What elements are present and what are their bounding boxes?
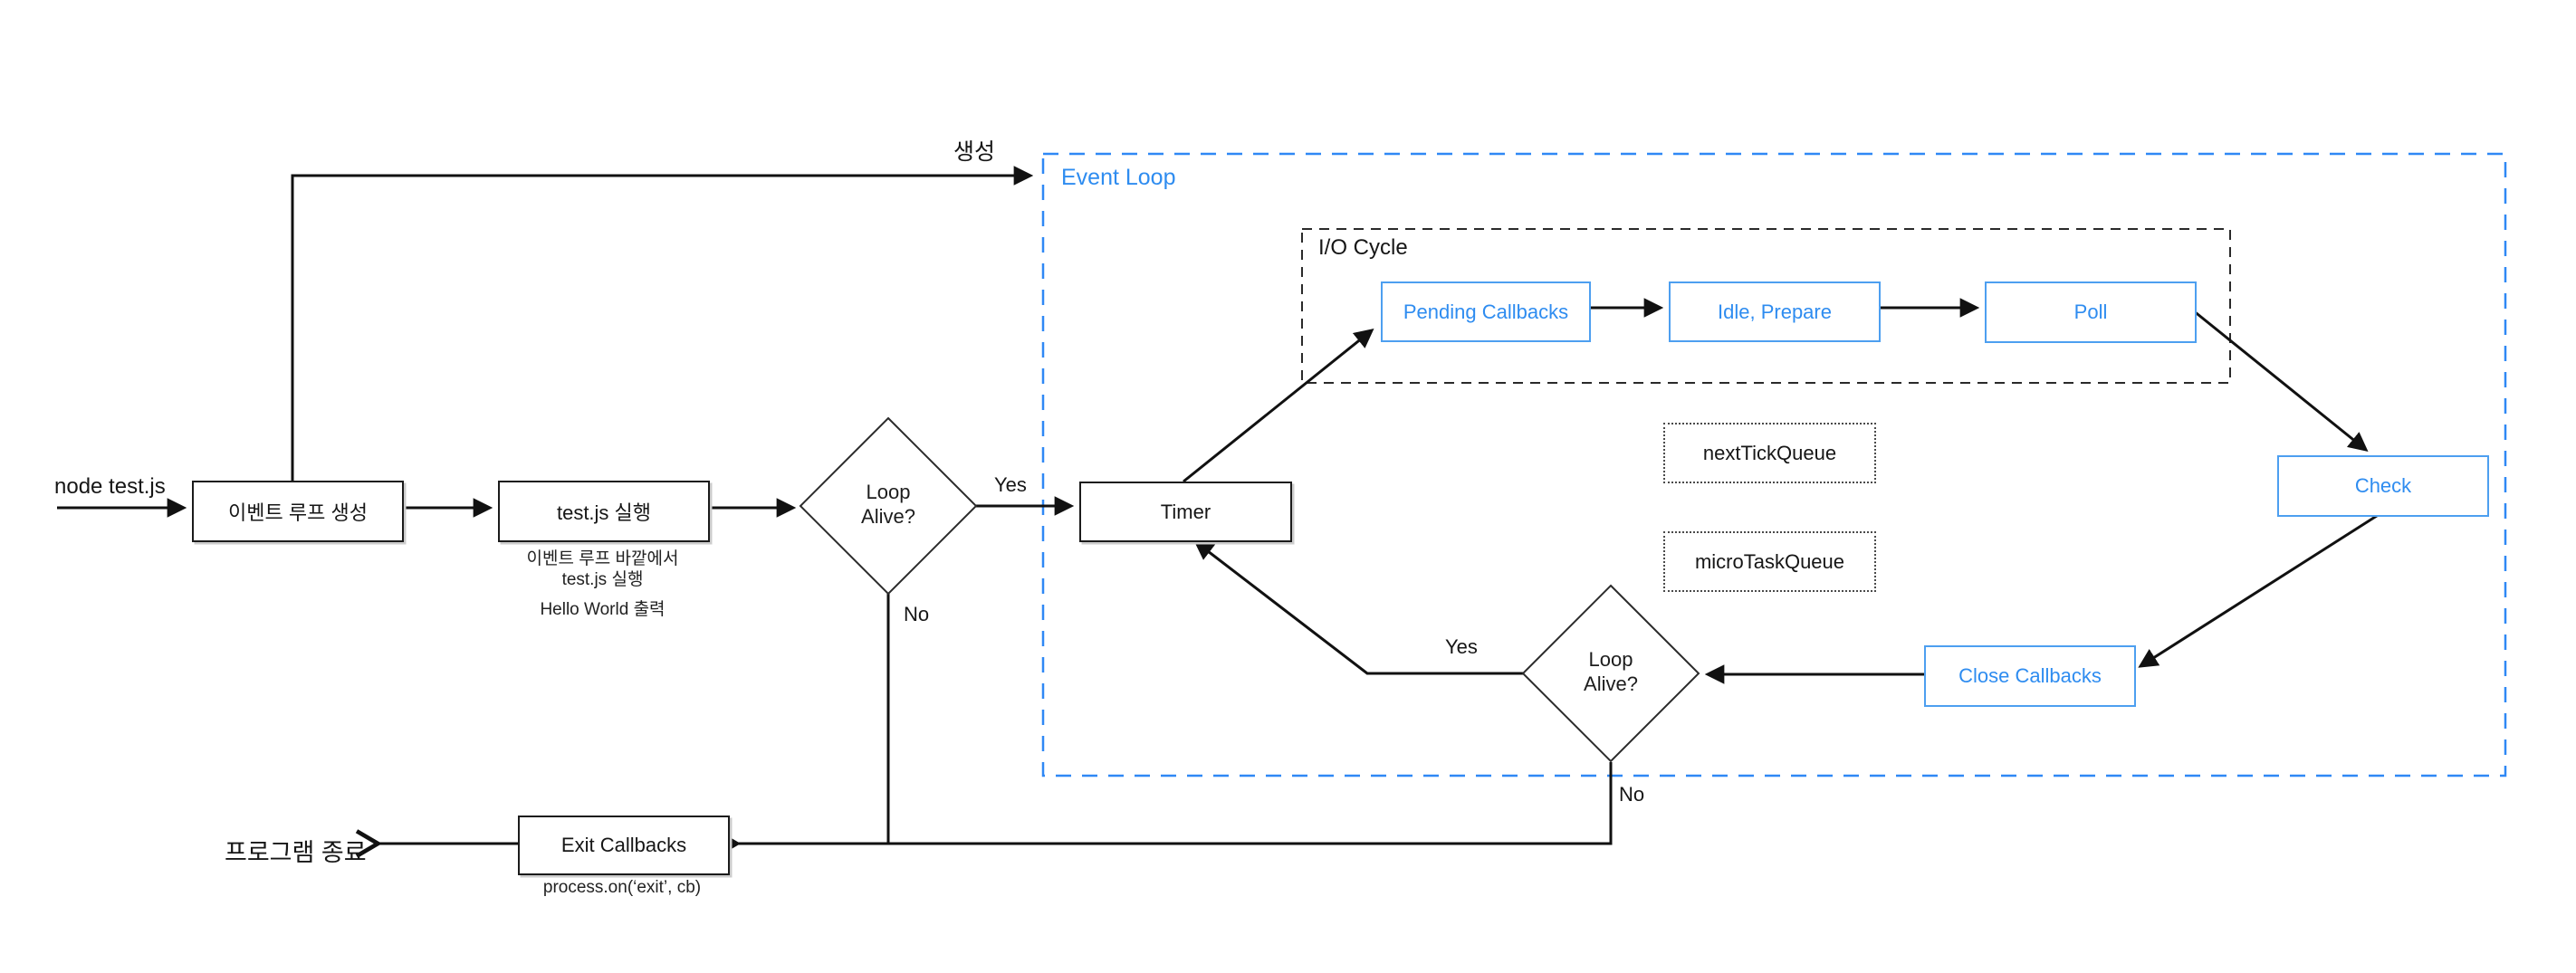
node-poll: Poll — [1985, 281, 2197, 343]
node-next-tick-queue-label: nextTickQueue — [1702, 441, 1837, 464]
node-pending-callbacks-label: Pending Callbacks — [1403, 300, 1569, 323]
node-create-event-loop-label: 이벤트 루프 생성 — [228, 501, 368, 524]
decision-loop-alive-1-label: Loop Alive? — [861, 481, 915, 528]
decision-loop-alive-2-shape — [1521, 584, 1700, 763]
node-timer-label: Timer — [1160, 500, 1211, 523]
node-check: Check — [2277, 455, 2489, 517]
decision2-no-label: No — [1619, 783, 1645, 806]
node-exit-callbacks-label: Exit Callbacks — [560, 834, 687, 856]
node-run-testjs: test.js 실행 — [498, 481, 710, 542]
event-loop-region-border — [1041, 152, 2507, 777]
node-exit-callbacks: Exit Callbacks — [518, 816, 730, 875]
decision2-yes-label: Yes — [1445, 635, 1478, 658]
node-poll-label: Poll — [2073, 300, 2108, 323]
node-close-callbacks: Close Callbacks — [1924, 645, 2136, 707]
node-close-callbacks-label: Close Callbacks — [1958, 664, 2102, 687]
edge-timer-to-pending — [1183, 328, 1374, 483]
run-note: 이벤트 루프 바깥에서 test.js 실행 — [505, 549, 700, 590]
create-edge-label: 생성 — [953, 139, 995, 165]
decision1-no-label: No — [904, 603, 930, 625]
exit-callbacks-note: process.on(‘exit’, cb) — [542, 878, 702, 897]
decision1-yes-label: Yes — [994, 473, 1027, 496]
edge-check-to-close — [2138, 512, 2380, 668]
run-note-line1: 이벤트 루프 바깥에서 — [526, 549, 679, 568]
node-create-event-loop: 이벤트 루프 생성 — [192, 481, 404, 542]
edge-decision2-yes-to-timer — [1193, 540, 1523, 675]
io-cycle-region-border — [1301, 228, 2231, 384]
node-next-tick-queue: nextTickQueue — [1663, 423, 1876, 483]
node-run-testjs-label: test.js 실행 — [556, 501, 652, 524]
event-loop-region-label: Event Loop — [1061, 165, 1176, 190]
program-exit-label: 프로그램 종료 — [225, 839, 367, 866]
node-idle-prepare-label: Idle, Prepare — [1718, 300, 1832, 323]
run-note-line2: test.js 실행 — [561, 570, 644, 589]
node-idle-prepare: Idle, Prepare — [1669, 281, 1881, 342]
decision-loop-alive-1-shape — [799, 416, 978, 596]
node-micro-task-queue-label: microTaskQueue — [1694, 549, 1845, 573]
edge-decision2-no-to-exit — [713, 762, 1613, 858]
decision-loop-alive-2-label: Loop Alive? — [1584, 648, 1638, 695]
node-timer: Timer — [1079, 482, 1292, 542]
node-pending-callbacks: Pending Callbacks — [1381, 281, 1591, 342]
node-micro-task-queue: microTaskQueue — [1663, 531, 1876, 592]
run-note-output: Hello World 출력 — [540, 600, 666, 619]
start-command-label: node test.js — [54, 474, 166, 499]
io-cycle-region-label: I/O Cycle — [1318, 235, 1408, 260]
edge-poll-to-check — [2192, 309, 2369, 453]
edge-create-to-eventloop — [291, 166, 1034, 481]
node-check-label: Check — [2354, 474, 2412, 497]
